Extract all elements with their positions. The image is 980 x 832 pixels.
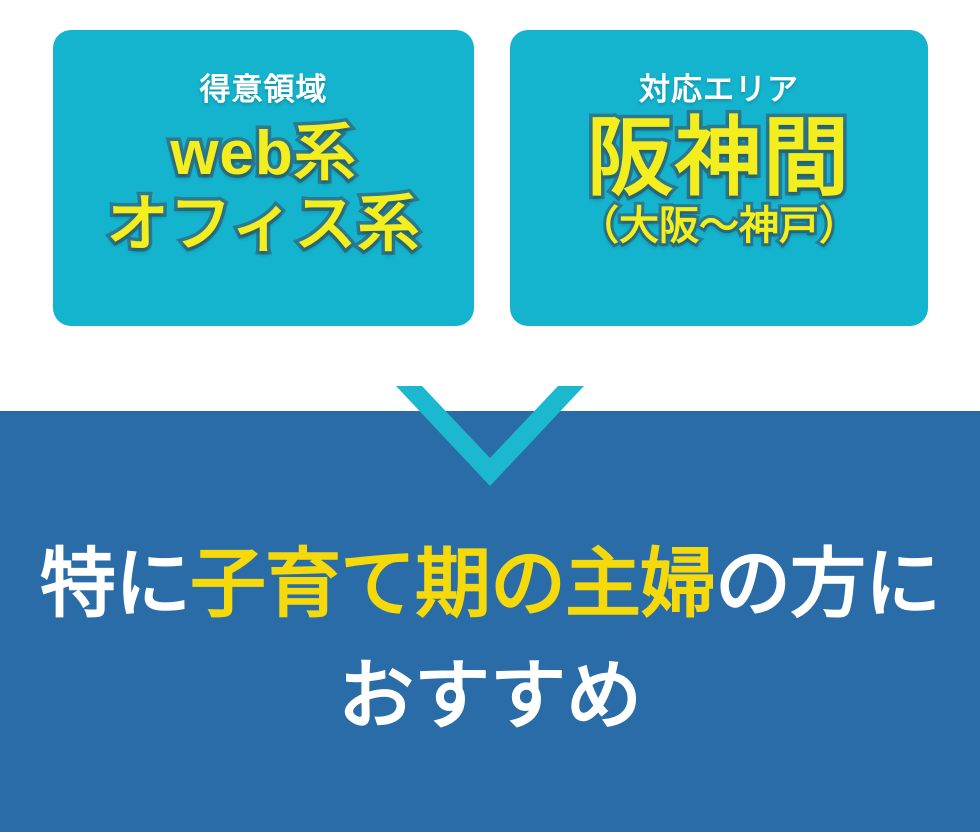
card-service-area: 対応エリア 阪神間 （大阪〜神戸） (510, 30, 928, 326)
closing-line-1: 特に子育て期の主婦の方に (40, 542, 941, 627)
card-specialty-line-1: web系 (167, 117, 360, 189)
card-service-area-line-2: （大阪〜神戸） (576, 202, 862, 250)
card-specialty-lines: web系 オフィス系 (103, 117, 423, 260)
closing-line-1-part-2: 子育て期の主婦 (190, 542, 716, 627)
card-service-area-heading: 対応エリア (639, 72, 799, 107)
card-service-area-line-1: 阪神間 (584, 109, 853, 207)
cards-row: 得意領域 web系 オフィス系 対応エリア 阪神間 （大阪〜神戸） (0, 0, 980, 411)
card-service-area-lines: 阪神間 （大阪〜神戸） (576, 109, 862, 250)
card-specialty: 得意領域 web系 オフィス系 (53, 30, 474, 326)
card-specialty-line-2: オフィス系 (103, 188, 423, 260)
closing-line-2: おすすめ (338, 653, 642, 739)
card-specialty-heading: 得意領域 (199, 72, 328, 107)
closing-line-1-part-1: 特に (40, 542, 191, 627)
closing-line-1-part-3: の方に (715, 542, 941, 627)
chevron-down-icon (396, 386, 584, 486)
